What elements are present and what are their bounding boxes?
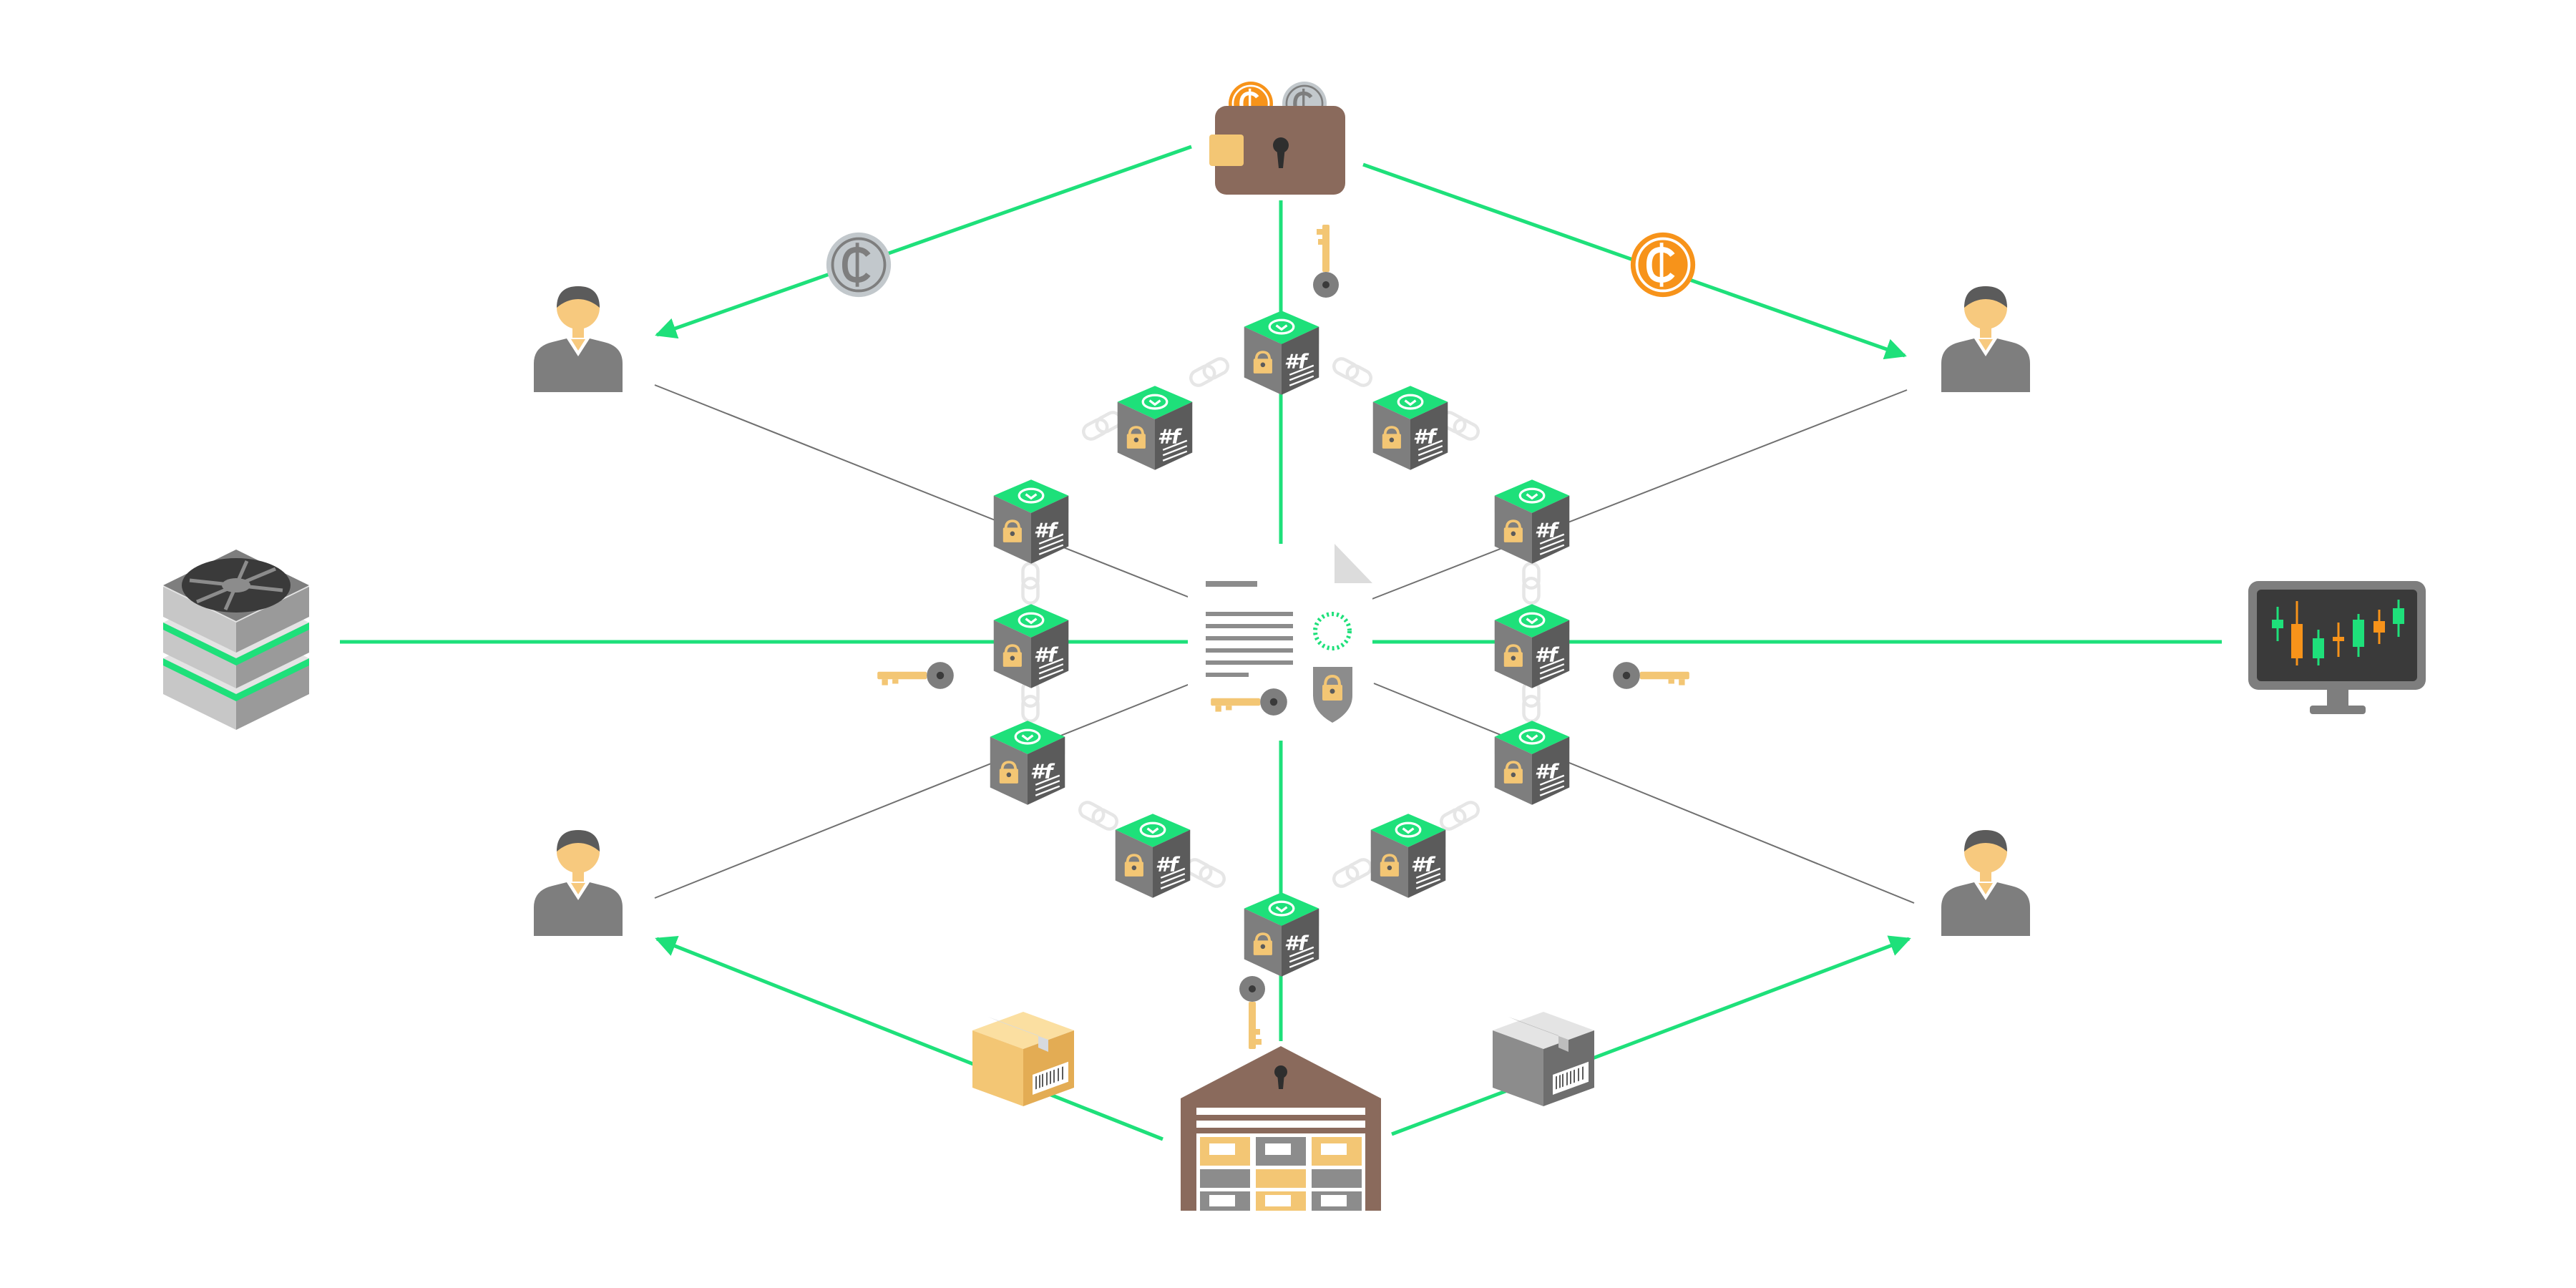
arrow-wallet-to-user-top-left: [655, 145, 1192, 339]
package-icon: [972, 1011, 1075, 1107]
block-icon: [992, 602, 1070, 690]
thin-line-bottom-left: [654, 683, 1192, 899]
coin-icon: [826, 233, 891, 297]
mining-server-icon: [163, 550, 309, 730]
seal-icon: [1313, 612, 1352, 650]
user-icon: [1941, 286, 2030, 392]
block-icon: [1113, 812, 1192, 899]
smart-contract-document-icon: [1188, 544, 1372, 741]
user-icon: [534, 286, 623, 392]
block-icon: [992, 478, 1070, 565]
block-icon: [988, 719, 1067, 806]
block-icon: [1493, 719, 1571, 806]
block-icon: [1116, 384, 1194, 472]
candlestick-chart-icon: [2272, 600, 2404, 665]
key-icon: [1313, 225, 1339, 298]
thin-line-top-left: [654, 384, 1196, 600]
block-icon: [1242, 891, 1321, 978]
key-icon: [1613, 662, 1689, 689]
key-icon: [1239, 976, 1265, 1049]
thin-line-top-right: [1370, 389, 1908, 600]
package-icon: [1492, 1011, 1595, 1107]
wallet-icon: [1209, 82, 1345, 195]
block-icon: [1371, 384, 1450, 472]
user-icon: [534, 830, 623, 936]
key-icon: [877, 662, 954, 689]
coin-icon: [1631, 233, 1695, 297]
block-icon: [1369, 812, 1448, 899]
arrow-warehouse-to-user-bottom-right: [1391, 935, 1911, 1136]
block-icon: [1493, 478, 1571, 565]
trading-monitor-icon: [2248, 581, 2426, 714]
warehouse-icon: [1181, 1046, 1381, 1211]
block-icon: [1242, 309, 1321, 396]
shield-lock-icon: [1313, 667, 1352, 723]
user-icon: [1941, 830, 2030, 936]
thin-line-bottom-right: [1373, 683, 1915, 904]
block-icon: [1493, 602, 1571, 690]
arrow-warehouse-to-user-bottom-left: [655, 935, 1163, 1141]
